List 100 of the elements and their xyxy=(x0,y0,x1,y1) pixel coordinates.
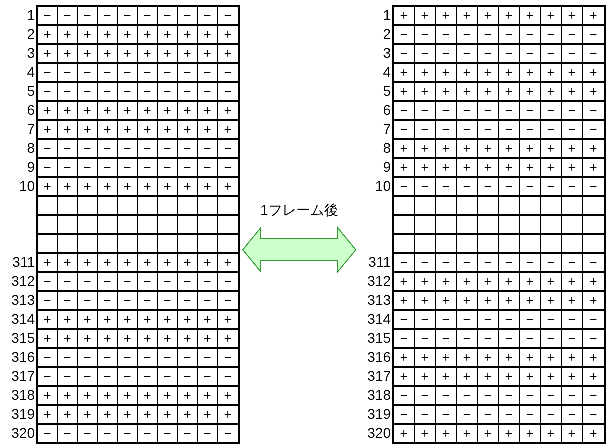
sign-cell: − xyxy=(436,254,457,273)
sign-cell: + xyxy=(583,7,604,26)
sign-cell: − xyxy=(58,292,78,311)
sign-cell: + xyxy=(98,254,118,273)
sign-cell: + xyxy=(178,45,198,64)
sign-cell: − xyxy=(98,159,118,178)
sign-cell: − xyxy=(218,140,238,159)
sign-cell: + xyxy=(499,368,520,387)
sign-cell: − xyxy=(520,102,541,121)
sign-cell: + xyxy=(478,368,499,387)
sign-cell: − xyxy=(541,178,562,197)
sign-cell: − xyxy=(562,254,583,273)
sign-cell: − xyxy=(394,406,415,425)
sign-cell: + xyxy=(78,406,98,425)
sign-cell: − xyxy=(58,349,78,368)
sign-cell: + xyxy=(436,159,457,178)
sign-cell: + xyxy=(38,26,58,45)
sign-cell: + xyxy=(541,273,562,292)
sign-cell: + xyxy=(38,121,58,140)
sign-cell: − xyxy=(198,140,218,159)
sign-cell: − xyxy=(58,64,78,83)
sign-cell: − xyxy=(499,406,520,425)
sign-cell: + xyxy=(583,83,604,102)
sign-cell: + xyxy=(158,26,178,45)
sign-cell: + xyxy=(541,425,562,444)
sign-cell: + xyxy=(436,425,457,444)
sign-cell: − xyxy=(415,254,436,273)
sign-cell: + xyxy=(198,178,218,197)
sign-cell: − xyxy=(520,121,541,140)
sign-cell: + xyxy=(499,349,520,368)
sign-cell: + xyxy=(58,45,78,64)
sign-cell: − xyxy=(583,311,604,330)
sign-cell: − xyxy=(394,102,415,121)
sign-cell: + xyxy=(158,121,178,140)
sign-cell: − xyxy=(218,159,238,178)
sign-cell: − xyxy=(478,26,499,45)
sign-cell: − xyxy=(118,64,138,83)
edge-label: 1フレーム後 xyxy=(258,202,340,220)
sign-cell: − xyxy=(520,311,541,330)
sign-cell: + xyxy=(478,64,499,83)
sign-cell: + xyxy=(218,45,238,64)
sign-cell: + xyxy=(562,83,583,102)
sign-cell: − xyxy=(38,83,58,102)
sign-cell: + xyxy=(436,368,457,387)
sign-cell: + xyxy=(520,273,541,292)
sign-cell: + xyxy=(38,406,58,425)
row-number: 317 xyxy=(12,367,35,386)
sign-cell: − xyxy=(562,311,583,330)
sign-cell: + xyxy=(562,140,583,159)
sign-cell: + xyxy=(98,387,118,406)
sign-cell: − xyxy=(218,64,238,83)
sign-cell: + xyxy=(218,254,238,273)
sign-cell: + xyxy=(58,102,78,121)
row-number: 313 xyxy=(368,291,391,310)
row-number: 2 xyxy=(383,25,391,44)
sign-cell: − xyxy=(499,387,520,406)
sign-cell: − xyxy=(520,406,541,425)
sign-cell: − xyxy=(499,330,520,349)
row-number: 6 xyxy=(383,101,391,120)
sign-cell: + xyxy=(478,83,499,102)
sign-cell: + xyxy=(394,273,415,292)
sign-cell: + xyxy=(118,26,138,45)
sign-cell: + xyxy=(583,64,604,83)
sign-cell: + xyxy=(118,406,138,425)
row-number: 4 xyxy=(27,63,35,82)
sign-cell: + xyxy=(218,102,238,121)
sign-cell: − xyxy=(583,406,604,425)
sign-cell: − xyxy=(562,387,583,406)
sign-cell: + xyxy=(138,45,158,64)
sign-cell: + xyxy=(394,425,415,444)
sign-cell: − xyxy=(562,45,583,64)
sign-cell: + xyxy=(138,178,158,197)
sign-cell: − xyxy=(457,121,478,140)
sign-cell: − xyxy=(520,330,541,349)
sign-cell: − xyxy=(78,273,98,292)
sign-cell: + xyxy=(478,425,499,444)
row-number: 9 xyxy=(383,158,391,177)
row-number: 7 xyxy=(27,120,35,139)
sign-cell: − xyxy=(118,83,138,102)
sign-cell: − xyxy=(436,45,457,64)
sign-cell: − xyxy=(178,349,198,368)
sign-cell: + xyxy=(436,349,457,368)
sign-cell: + xyxy=(541,7,562,26)
sign-cell: + xyxy=(138,406,158,425)
row-number: 312 xyxy=(12,272,35,291)
row-number: 8 xyxy=(383,139,391,158)
sign-cell: + xyxy=(562,349,583,368)
sign-cell: + xyxy=(457,292,478,311)
row-number: 314 xyxy=(368,310,391,329)
sign-cell: − xyxy=(541,45,562,64)
row-number: 7 xyxy=(383,120,391,139)
sign-cell: + xyxy=(38,311,58,330)
sign-cell: − xyxy=(499,254,520,273)
sign-cell: + xyxy=(158,311,178,330)
sign-cell: − xyxy=(583,178,604,197)
sign-cell: − xyxy=(436,26,457,45)
sign-cell: + xyxy=(415,64,436,83)
sign-cell: − xyxy=(415,330,436,349)
sign-cell: − xyxy=(478,178,499,197)
row-number: 5 xyxy=(383,82,391,101)
